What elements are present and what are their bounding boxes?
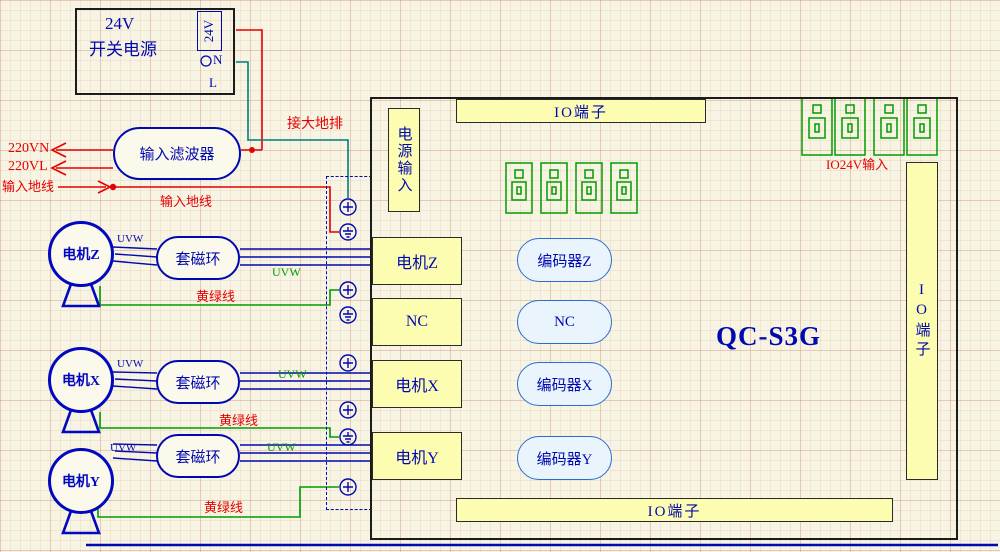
io-terminal-bottom-label: IO端子: [647, 503, 702, 520]
yellow-green-wire-label: 黄绿线: [196, 289, 236, 304]
pe-terminal-icon: [339, 354, 357, 372]
psu-box: 24V 开关电源: [75, 8, 235, 95]
psu-voltage-label: 24V: [105, 14, 135, 33]
motor-port-x: 电机X: [372, 360, 462, 408]
uvw-label: UVW: [278, 367, 307, 381]
io-terminal-top: IO端子: [456, 99, 706, 123]
power-input-port: 电源输入: [388, 108, 420, 212]
earth-bar-wire: [236, 61, 349, 198]
encoder-port-y-label: 编码器Y: [536, 451, 593, 468]
connector-icon: [540, 162, 568, 214]
pe-terminal-icon: [339, 401, 357, 419]
earth-icon: [339, 306, 357, 324]
motor-port-x-label: 电机X: [395, 378, 439, 395]
motor-y-label: 电机Y: [61, 475, 101, 490]
motor-port-nc: NC: [372, 298, 462, 346]
motor-z: 电机Z: [48, 221, 114, 287]
ac-line-l-label: 220VL: [8, 159, 48, 174]
connector-icon: [575, 162, 603, 214]
psu-terminal-n: N: [213, 52, 223, 67]
uvw-label: UVW: [272, 265, 301, 279]
junction-dot: [109, 183, 117, 191]
encoder-port-z-label: 编码器Z: [537, 253, 592, 270]
motor-port-z-label: 电机Z: [396, 255, 438, 272]
controller-box: [370, 97, 958, 540]
encoder-port-y: 编码器Y: [517, 436, 612, 480]
uvw-wires: [112, 246, 372, 462]
input-filter: 输入滤波器: [113, 127, 241, 180]
pe-terminal-icon: [339, 198, 357, 216]
psu-terminal-24v-label: 24V: [201, 19, 217, 43]
io-terminal-top-label: IO端子: [554, 104, 608, 121]
motor-port-nc-label: NC: [405, 313, 429, 330]
connector-icon: [610, 162, 638, 214]
yellow-green-wire-label: 黄绿线: [204, 500, 244, 515]
ferrite-ring-label: 套磁环: [175, 251, 221, 268]
earth-bar-label: 接大地排: [287, 117, 343, 132]
pe-terminal-icon: [339, 281, 357, 299]
motor-x: 电机X: [48, 347, 114, 413]
yellow-green-wire-label: 黄绿线: [219, 413, 259, 428]
uvw-label: UVW: [117, 233, 144, 245]
input-ground-label: 输入地线: [160, 194, 213, 209]
uvw-label: UVW: [110, 442, 137, 454]
encoder-port-nc-label: NC: [554, 313, 575, 330]
psu-name-label: 开关电源: [89, 40, 157, 59]
motor-port-y: 电机Y: [372, 432, 462, 480]
psu-terminal-l: L: [209, 75, 217, 90]
io-terminal-right-label: IO端子: [913, 282, 930, 360]
motor-x-label: 电机X: [61, 374, 101, 389]
psu-terminal-24v: 24V: [197, 11, 222, 51]
earth-icon: [339, 428, 357, 446]
controller-model-label: QC-S3G: [716, 321, 822, 351]
motor-port-y-label: 电机Y: [395, 450, 439, 467]
connector-icon: [505, 162, 533, 214]
ground-wires: [97, 286, 339, 518]
encoder-port-z: 编码器Z: [517, 238, 612, 282]
motor-base-shapes: [61, 283, 101, 535]
psu-n-terminal-icon: [200, 55, 212, 67]
encoder-port-nc: NC: [517, 300, 612, 344]
ferrite-ring-y: 套磁环: [156, 434, 240, 478]
ferrite-ring-z: 套磁环: [156, 236, 240, 280]
ac-line-n-label: 220VN: [8, 141, 50, 156]
shield-ground-dashed-box: [326, 176, 372, 510]
power-input-label: 电源输入: [395, 126, 412, 194]
junction-dot: [249, 147, 255, 153]
ground-symbol-group: [339, 198, 357, 496]
uvw-label: UVW: [117, 358, 144, 370]
encoder-port-x: 编码器X: [517, 362, 612, 406]
ferrite-ring-x: 套磁环: [156, 360, 240, 404]
motor-y: 电机Y: [48, 448, 114, 514]
earth-icon: [339, 223, 357, 241]
encoder-connector-icons: [505, 162, 638, 214]
motor-port-z: 电机Z: [372, 237, 462, 285]
pe-terminal-icon: [339, 478, 357, 496]
io24v-input-label: IO24V输入: [826, 157, 889, 172]
encoder-port-x-label: 编码器X: [536, 377, 593, 394]
uvw-label: UVW: [267, 440, 296, 454]
input-filter-label: 输入滤波器: [139, 147, 215, 163]
io-terminal-right: IO端子: [906, 162, 938, 480]
ferrite-ring-label: 套磁环: [175, 375, 221, 392]
motor-z-label: 电机Z: [62, 248, 100, 263]
ac-ground-label: 输入地线: [2, 179, 55, 194]
ferrite-ring-label: 套磁环: [175, 449, 221, 466]
io-terminal-bottom: IO端子: [456, 498, 893, 522]
